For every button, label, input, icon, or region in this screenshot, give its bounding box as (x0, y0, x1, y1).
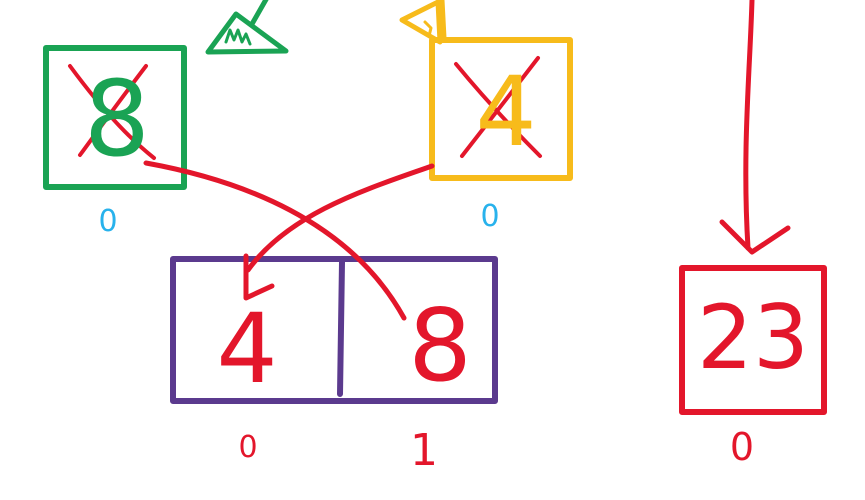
red-box-index: 0 (730, 425, 754, 469)
green-box (43, 45, 187, 190)
green-pointer-arrow (205, 0, 289, 55)
green-box-value: 8 (84, 58, 150, 180)
array-cell-1-value: 8 (408, 287, 472, 404)
yellow-box-index: 0 (480, 199, 499, 234)
array-cell-0-value: 4 (216, 293, 277, 405)
red-pointer-arrow (719, 0, 791, 255)
yellow-box (429, 37, 573, 181)
red-box (679, 265, 827, 415)
red-box-value: 23 (697, 286, 809, 389)
array-cell-1-index: 1 (410, 425, 438, 476)
yellow-pointer-arrow (399, 0, 447, 45)
move-arrow-8-to-index-1 (143, 160, 407, 321)
green-box-index: 0 (98, 204, 117, 239)
array-cell-0-index: 0 (238, 430, 257, 465)
cross-out-mark (454, 56, 542, 158)
cross-out-mark (68, 64, 156, 160)
move-arrow-4-to-index-0 (243, 163, 435, 301)
array-box (170, 256, 498, 404)
yellow-box-value: 4 (475, 56, 536, 168)
